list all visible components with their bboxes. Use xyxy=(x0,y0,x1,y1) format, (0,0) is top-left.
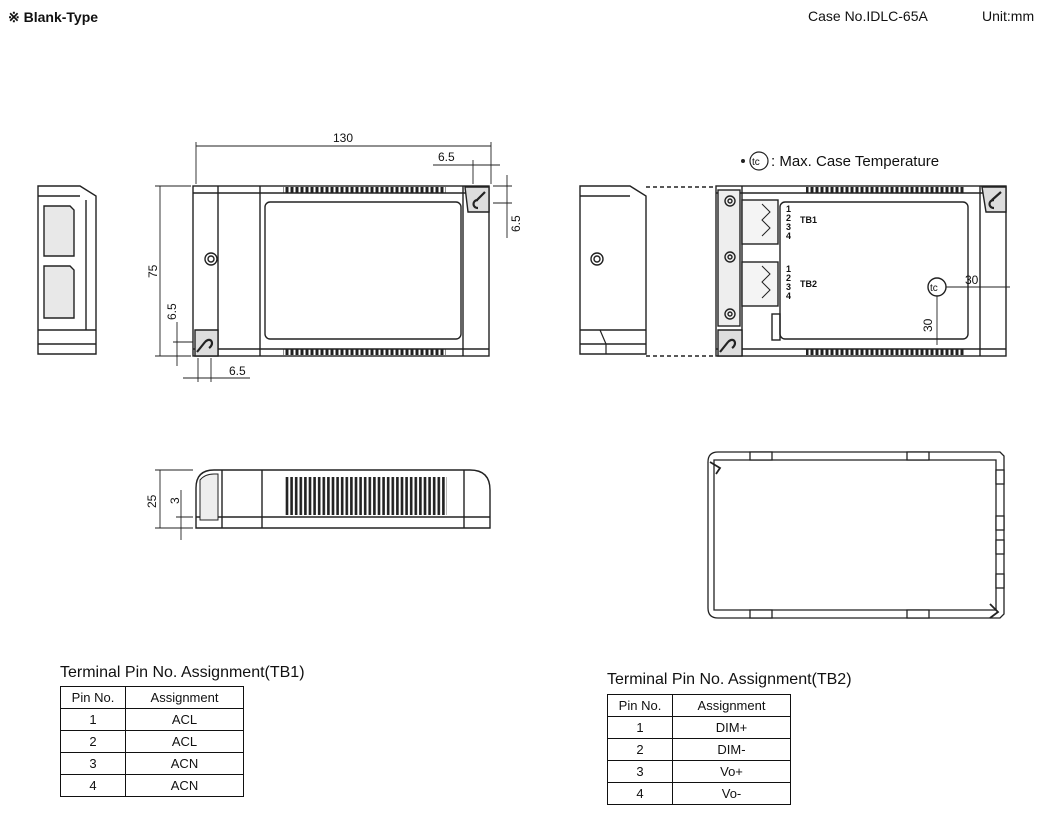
svg-text:1: 1 xyxy=(786,204,791,214)
end-view-left xyxy=(37,185,97,355)
dim-75: 75 xyxy=(146,264,160,278)
pin-cell: 1 xyxy=(60,708,126,731)
pin-cell: 4 xyxy=(60,774,126,797)
tb1-label: TB1 xyxy=(800,215,817,225)
header-assignment: Assignment xyxy=(672,694,791,717)
pin-cell: 4 xyxy=(607,782,673,805)
assignment-cell: Vo- xyxy=(672,782,791,805)
table-row: 3 Vo+ xyxy=(607,760,791,783)
assignment-cell: Vo+ xyxy=(672,760,791,783)
tc-legend-symbol: tc xyxy=(752,157,760,168)
svg-text:4: 4 xyxy=(786,291,791,301)
tc-symbol-icon xyxy=(749,151,769,171)
table-row: 3 ACN xyxy=(60,752,244,775)
page-title: ※ Blank-Type xyxy=(8,9,99,25)
dim-30-horizontal: 30 xyxy=(965,273,979,287)
dim-6.5-left: 6.5 xyxy=(165,303,179,320)
assignment-cell: ACN xyxy=(125,774,244,797)
pin-cell: 3 xyxy=(607,760,673,783)
tb2-pin-labels: 1 2 3 4 TB2 xyxy=(786,264,817,301)
pin-cell: 1 xyxy=(607,716,673,739)
side-dimensions xyxy=(155,469,193,540)
tc-legend-note: : Max. Case Temperature xyxy=(771,153,939,170)
table-header-row: Pin No. Assignment xyxy=(60,686,244,709)
bullet-icon xyxy=(741,159,745,163)
tb1-pin-labels: 1 2 3 4 TB1 xyxy=(786,204,817,241)
assignment-cell: ACN xyxy=(125,752,244,775)
header-pin-no: Pin No. xyxy=(60,686,126,709)
dim-130: 130 xyxy=(333,131,353,145)
header-pin-no: Pin No. xyxy=(607,694,673,717)
side-view xyxy=(195,469,491,529)
table-header-row: Pin No. Assignment xyxy=(607,694,791,717)
open-view xyxy=(579,185,1010,357)
assignment-cell: DIM- xyxy=(672,738,791,761)
tb2-label: TB2 xyxy=(800,279,817,289)
pin-cell: 2 xyxy=(607,738,673,761)
tb2-table: Pin No. Assignment 1 DIM+ 2 DIM- 3 Vo+ 4… xyxy=(607,694,791,805)
unit-label: Unit:mm xyxy=(982,8,1035,24)
svg-text:4: 4 xyxy=(786,231,791,241)
table-row: 4 Vo- xyxy=(607,782,791,805)
svg-text:3: 3 xyxy=(786,282,791,292)
tc-marker-label: tc xyxy=(930,283,938,294)
assignment-cell: ACL xyxy=(125,730,244,753)
tb1-table: Pin No. Assignment 1 ACL 2 ACL 3 ACN 4 A… xyxy=(60,686,244,797)
dim-6.5-top: 6.5 xyxy=(438,150,455,164)
front-view xyxy=(192,185,490,357)
svg-text:3: 3 xyxy=(786,222,791,232)
svg-text:1: 1 xyxy=(786,264,791,274)
assignment-cell: ACL xyxy=(125,708,244,731)
dim-3: 3 xyxy=(168,497,182,504)
svg-text:2: 2 xyxy=(786,213,791,223)
pin-cell: 3 xyxy=(60,752,126,775)
table-row: 4 ACN xyxy=(60,774,244,797)
header-assignment: Assignment xyxy=(125,686,244,709)
table-row: 2 DIM- xyxy=(607,738,791,761)
table-row: 2 ACL xyxy=(60,730,244,753)
dim-6.5-bottom: 6.5 xyxy=(229,364,246,378)
case-number: Case No.IDLC-65A xyxy=(808,8,928,24)
bracket-view xyxy=(707,451,1005,619)
table-row: 1 DIM+ xyxy=(607,716,791,739)
dim-6.5-right: 6.5 xyxy=(509,215,523,232)
dim-30-vertical: 30 xyxy=(921,318,935,332)
svg-text:2: 2 xyxy=(786,273,791,283)
front-dimensions xyxy=(155,142,512,382)
tb1-table-title: Terminal Pin No. Assignment(TB1) xyxy=(60,664,305,681)
assignment-cell: DIM+ xyxy=(672,716,791,739)
pin-cell: 2 xyxy=(60,730,126,753)
table-row: 1 ACL xyxy=(60,708,244,731)
dim-25: 25 xyxy=(145,494,159,508)
tb2-table-title: Terminal Pin No. Assignment(TB2) xyxy=(607,671,852,688)
